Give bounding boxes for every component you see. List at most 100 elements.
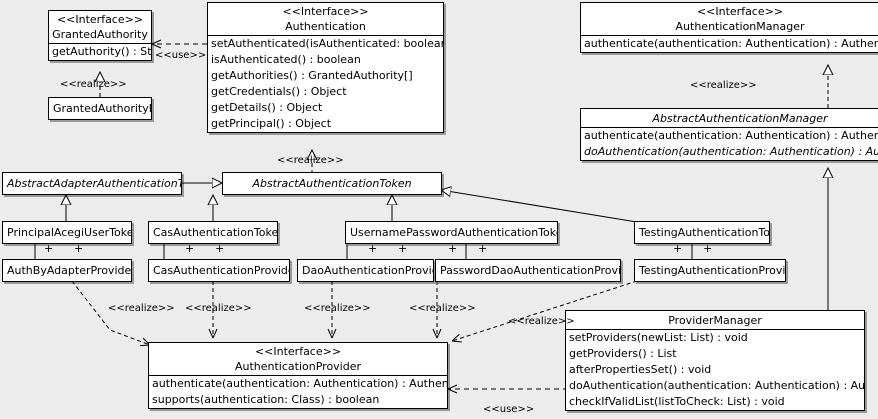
divider: [208, 35, 443, 36]
method-authenticate: authenticate(authentication: Authenticat…: [584, 37, 878, 50]
method-get-principal: getPrincipal() : Object: [211, 117, 332, 130]
label-realize-testing-provider: <<realize>>: [508, 316, 575, 327]
class-name: ProviderManager: [668, 314, 762, 327]
class-name: DaoAuthenticationProvider: [302, 264, 433, 277]
method-check-if-valid-list: checkIfValidList(listToCheck: List) : vo…: [569, 395, 785, 408]
label-realize-abstract-token: <<realize>>: [277, 155, 344, 166]
class-authentication[interactable]: <<Interface>> Authentication setAuthenti…: [207, 2, 444, 133]
class-name: TestingAuthenticationProvider: [639, 264, 786, 277]
divider: [149, 375, 447, 376]
members: authenticate(authentication: Authenticat…: [581, 128, 878, 160]
class-name: CasAuthenticationProvider: [153, 264, 290, 277]
divider: [566, 329, 864, 330]
class-password-dao-authentication-provider[interactable]: PasswordDaoAuthenticationProvider: [435, 259, 621, 282]
class-name: GrantedAuthority: [52, 28, 148, 41]
class-name: AbstractAuthenticationToken: [252, 177, 412, 190]
class-granted-authority-impl[interactable]: GrantedAuthorityImpl: [48, 97, 152, 120]
divider: [581, 127, 878, 128]
class-header: AbstractAuthenticationManager: [581, 109, 878, 127]
assoc-marker-plus: +: [74, 242, 84, 255]
class-header: AbstractAuthenticationToken: [223, 173, 441, 194]
class-header: TestingAuthenticationProvider: [635, 260, 785, 281]
class-auth-by-adapter-provider[interactable]: AuthByAdapterProvider: [2, 259, 132, 282]
class-abstract-authentication-manager[interactable]: AbstractAuthenticationManager authentica…: [580, 108, 878, 161]
method-supports: supports(authentication: Class) : boolea…: [152, 393, 380, 406]
class-header: <<Interface>> Authentication: [208, 3, 443, 35]
assoc-marker-plus: +: [398, 242, 408, 255]
class-name: AuthByAdapterProvider: [7, 264, 132, 277]
class-testing-authentication-provider[interactable]: TestingAuthenticationProvider: [634, 259, 786, 282]
label-use-provider-manager: <<use>>: [483, 404, 535, 415]
stereotype-label: <<Interface>>: [56, 13, 144, 26]
class-abstract-authentication-token[interactable]: AbstractAuthenticationToken: [222, 172, 442, 195]
class-username-password-authentication-token[interactable]: UsernamePasswordAuthenticationToken: [345, 221, 558, 244]
assoc-marker-plus: +: [215, 242, 225, 255]
class-dao-authentication-provider[interactable]: DaoAuthenticationProvider: [297, 259, 434, 282]
method-is-authenticated: isAuthenticated() : boolean: [211, 53, 361, 66]
class-header: <<Interface>> AuthenticationProvider: [149, 343, 447, 375]
method-get-credentials: getCredentials() : Object: [211, 85, 347, 98]
class-cas-authentication-token[interactable]: CasAuthenticationToken: [148, 221, 278, 244]
divider: [49, 43, 151, 44]
link-testing-token-extends: [441, 190, 638, 223]
class-header: PasswordDaoAuthenticationProvider: [436, 260, 620, 281]
class-name: TestingAuthenticationToken: [639, 226, 770, 239]
class-header: PrincipalAcegiUserToken: [3, 222, 131, 243]
label-realize-abstract-manager: <<realize>>: [690, 80, 757, 91]
assoc-marker-plus: +: [703, 242, 713, 255]
method-get-authority: getAuthority() : String: [52, 45, 152, 58]
assoc-marker-plus: +: [368, 242, 378, 255]
members: authenticate(authentication: Authenticat…: [581, 36, 878, 52]
members: getAuthority() : String: [49, 44, 151, 60]
method-get-details: getDetails() : Object: [211, 101, 323, 114]
method-get-providers: getProviders() : List: [569, 347, 677, 360]
class-name: AuthenticationManager: [675, 20, 805, 33]
method-authenticate: authenticate(authentication: Authenticat…: [584, 129, 878, 142]
class-header: ProviderManager: [566, 311, 864, 329]
method-set-providers: setProviders(newList: List) : void: [569, 331, 748, 344]
class-header: <<Interface>> AuthenticationManager: [581, 3, 878, 35]
class-header: DaoAuthenticationProvider: [298, 260, 433, 281]
class-authentication-manager[interactable]: <<Interface>> AuthenticationManager auth…: [580, 2, 878, 53]
label-realize-auth-by-adapter: <<realize>>: [108, 303, 175, 314]
class-header: CasAuthenticationProvider: [149, 260, 289, 281]
class-authentication-provider[interactable]: <<Interface>> AuthenticationProvider aut…: [148, 342, 448, 409]
class-name: UsernamePasswordAuthenticationToken: [350, 226, 558, 239]
members: setAuthenticated(isAuthenticated: boolea…: [208, 36, 443, 132]
assoc-marker-plus: +: [44, 242, 54, 255]
class-principal-acegi-user-token[interactable]: PrincipalAcegiUserToken: [2, 221, 132, 244]
class-abstract-adapter-authentication-token[interactable]: AbstractAdapterAuthenticationToken: [2, 172, 182, 195]
method-authenticate: authenticate(authentication: Authenticat…: [152, 377, 447, 390]
class-provider-manager[interactable]: ProviderManager setProviders(newList: Li…: [565, 310, 865, 411]
class-header: UsernamePasswordAuthenticationToken: [346, 222, 557, 243]
class-header: TestingAuthenticationToken: [635, 222, 769, 243]
method-get-authorities: getAuthorities() : GrantedAuthority[]: [211, 69, 413, 82]
class-header: GrantedAuthorityImpl: [49, 98, 151, 119]
class-name: GrantedAuthorityImpl: [53, 102, 152, 115]
label-realize-cas-provider: <<realize>>: [185, 303, 252, 314]
class-name: AbstractAuthenticationManager: [652, 112, 828, 125]
label-realize-granted-impl: <<realize>>: [60, 79, 127, 90]
class-cas-authentication-provider[interactable]: CasAuthenticationProvider: [148, 259, 290, 282]
class-name: CasAuthenticationToken: [153, 226, 278, 239]
label-use-authentication-granted: <<use>>: [155, 50, 207, 61]
method-after-properties-set: afterPropertiesSet() : void: [569, 363, 712, 376]
label-realize-password-dao-provider: <<realize>>: [409, 303, 476, 314]
method-set-authenticated: setAuthenticated(isAuthenticated: boolea…: [211, 37, 443, 50]
method-do-authentication: doAuthentication(authentication: Authent…: [584, 145, 878, 158]
class-testing-authentication-token[interactable]: TestingAuthenticationToken: [634, 221, 770, 244]
class-header: CasAuthenticationToken: [149, 222, 277, 243]
assoc-marker-plus: +: [185, 242, 195, 255]
stereotype-label: <<Interface>>: [696, 5, 784, 18]
class-granted-authority[interactable]: <<Interface>> GrantedAuthority getAuthor…: [48, 10, 152, 61]
class-name: PasswordDaoAuthenticationProvider: [440, 264, 621, 277]
class-header: <<Interface>> GrantedAuthority: [49, 11, 151, 43]
class-header: AuthByAdapterProvider: [3, 260, 131, 281]
members: authenticate(authentication: Authenticat…: [149, 376, 447, 408]
stereotype-label: <<Interface>>: [254, 345, 342, 358]
class-name: PrincipalAcegiUserToken: [7, 226, 132, 239]
stereotype-label: <<Interface>>: [282, 5, 369, 18]
members: setProviders(newList: List) : void getPr…: [566, 330, 864, 410]
class-name: AbstractAdapterAuthenticationToken: [7, 177, 181, 190]
